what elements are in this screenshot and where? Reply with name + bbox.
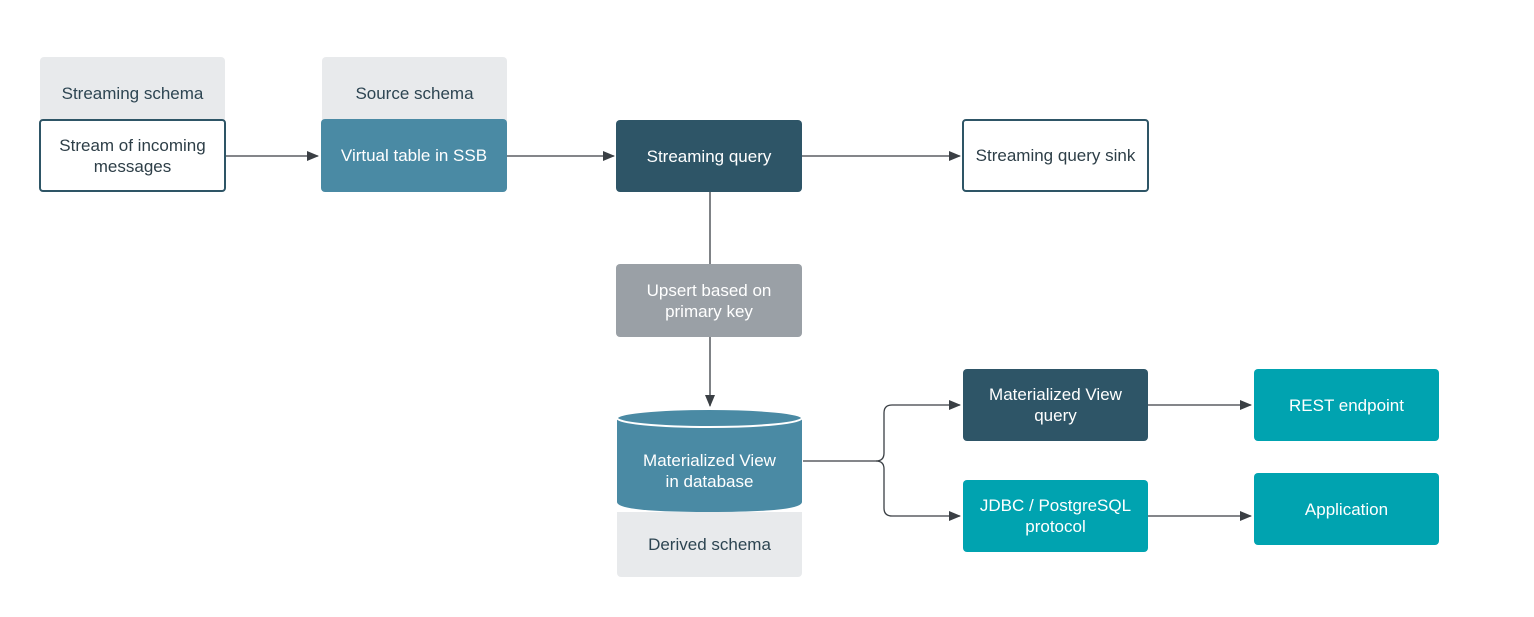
upsert-node[interactable]: Upsert based on primary key (616, 264, 802, 337)
source-schema-label: Source schema (322, 57, 507, 123)
edge-db-to-jdbc (875, 460, 961, 521)
stream-incoming-node[interactable]: Stream of incoming messages (39, 119, 226, 192)
application-node[interactable]: Application (1254, 473, 1439, 545)
jdbc-node[interactable]: JDBC / PostgreSQL protocol (963, 480, 1148, 552)
virtual-table-node[interactable]: Virtual table in SSB (321, 119, 507, 192)
streaming-sink-node[interactable]: Streaming query sink (962, 119, 1149, 192)
rest-endpoint-node[interactable]: REST endpoint (1254, 369, 1439, 441)
database-cylinder (616, 408, 803, 512)
derived-schema-label: Derived schema (617, 512, 802, 577)
streaming-query-node[interactable]: Streaming query (616, 120, 802, 192)
streaming-schema-label: Streaming schema (40, 57, 225, 123)
edge-db-to-mvquery (803, 400, 961, 462)
mv-query-node[interactable]: Materialized View query (963, 369, 1148, 441)
materialized-db-label[interactable]: Materialized View in database (643, 451, 776, 491)
